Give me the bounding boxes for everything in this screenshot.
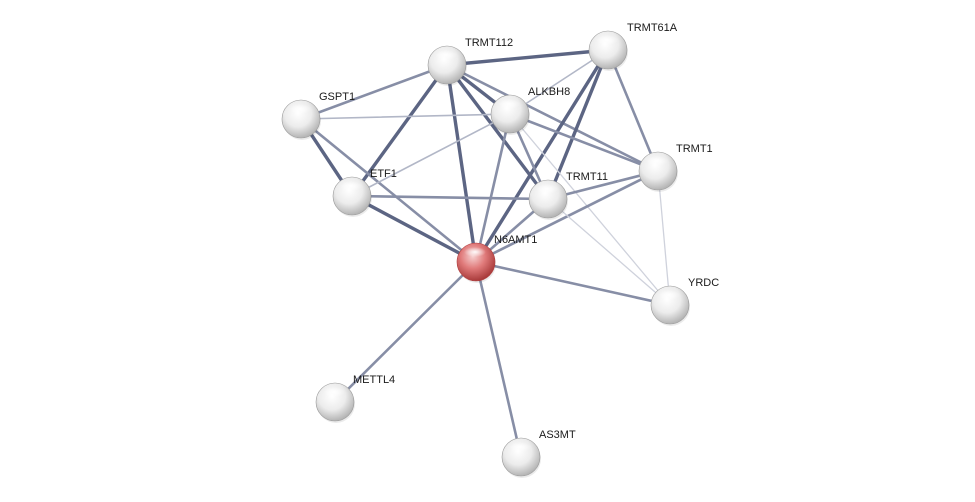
node-alkbh8[interactable]: ALKBH8	[490, 86, 570, 135]
node-highlight	[435, 50, 457, 60]
node-highlight	[536, 184, 558, 194]
node-highlight	[646, 156, 668, 166]
edge-trmt112-trmt1[interactable]	[445, 63, 660, 173]
node-label-alkbh8: ALKBH8	[528, 86, 570, 98]
edge-n6amt1-yrdc[interactable]	[474, 260, 672, 307]
node-label-trmt61a: TRMT61A	[627, 22, 678, 34]
node-highlight	[323, 387, 345, 397]
edge-alkbh8-etf1[interactable]	[351, 113, 511, 197]
node-highlight	[498, 99, 520, 109]
node-trmt1[interactable]: TRMT1	[638, 143, 713, 192]
node-trmt61a[interactable]: TRMT61A	[588, 22, 678, 71]
node-as3mt[interactable]: AS3MT	[501, 429, 576, 478]
edge-trmt11-yrdc[interactable]	[547, 198, 671, 306]
edge-n6amt1-as3mt[interactable]	[474, 260, 523, 459]
edge-alkbh8-n6amt1[interactable]	[474, 112, 512, 264]
node-highlight	[464, 247, 486, 257]
edge-trmt112-gspt1[interactable]	[299, 63, 449, 121]
edge-trmt112-etf1[interactable]	[350, 63, 449, 198]
node-trmt11[interactable]: TRMT11	[528, 171, 608, 220]
edge-trmt61a-trmt11[interactable]	[546, 48, 610, 201]
edge-n6amt1-mettl4[interactable]	[333, 260, 478, 404]
node-highlight	[658, 290, 680, 300]
edge-trmt1-n6amt1[interactable]	[474, 169, 660, 264]
edge-gspt1-alkbh8[interactable]	[300, 113, 511, 120]
node-label-trmt1: TRMT1	[676, 143, 713, 155]
edge-trmt112-trmt61a[interactable]	[445, 48, 610, 67]
node-label-etf1: ETF1	[370, 168, 397, 180]
edge-alkbh8-yrdc[interactable]	[509, 113, 671, 306]
node-label-trmt11: TRMT11	[566, 171, 608, 183]
node-label-mettl4: METTL4	[353, 374, 395, 386]
node-label-n6amt1: N6AMT1	[494, 234, 537, 246]
node-label-trmt112: TRMT112	[465, 37, 513, 49]
node-trmt112[interactable]: TRMT112	[427, 37, 513, 86]
edge-trmt61a-alkbh8[interactable]	[509, 49, 609, 115]
node-label-yrdc: YRDC	[688, 277, 719, 289]
node-highlight	[340, 181, 362, 191]
node-yrdc[interactable]: YRDC	[650, 277, 719, 326]
edge-trmt61a-trmt1[interactable]	[606, 48, 660, 173]
node-etf1[interactable]: ETF1	[332, 168, 397, 217]
node-label-as3mt: AS3MT	[539, 429, 576, 441]
node-highlight	[509, 442, 531, 452]
edge-trmt112-trmt11[interactable]	[445, 63, 550, 201]
node-highlight	[289, 104, 311, 114]
edge-trmt112-n6amt1[interactable]	[445, 63, 478, 264]
edge-alkbh8-trmt1[interactable]	[508, 112, 660, 173]
edge-trmt1-yrdc[interactable]	[657, 170, 671, 306]
edge-etf1-n6amt1[interactable]	[350, 194, 478, 264]
node-gspt1[interactable]: GSPT1	[281, 91, 355, 140]
node-label-gspt1: GSPT1	[319, 91, 355, 103]
edge-gspt1-n6amt1[interactable]	[299, 117, 478, 264]
edge-trmt61a-n6amt1[interactable]	[474, 48, 610, 264]
node-n6amt1[interactable]: N6AMT1	[456, 234, 537, 283]
edges-layer	[299, 48, 672, 459]
node-highlight	[596, 35, 618, 45]
node-mettl4[interactable]: METTL4	[315, 374, 395, 423]
edge-etf1-trmt11[interactable]	[350, 194, 550, 201]
